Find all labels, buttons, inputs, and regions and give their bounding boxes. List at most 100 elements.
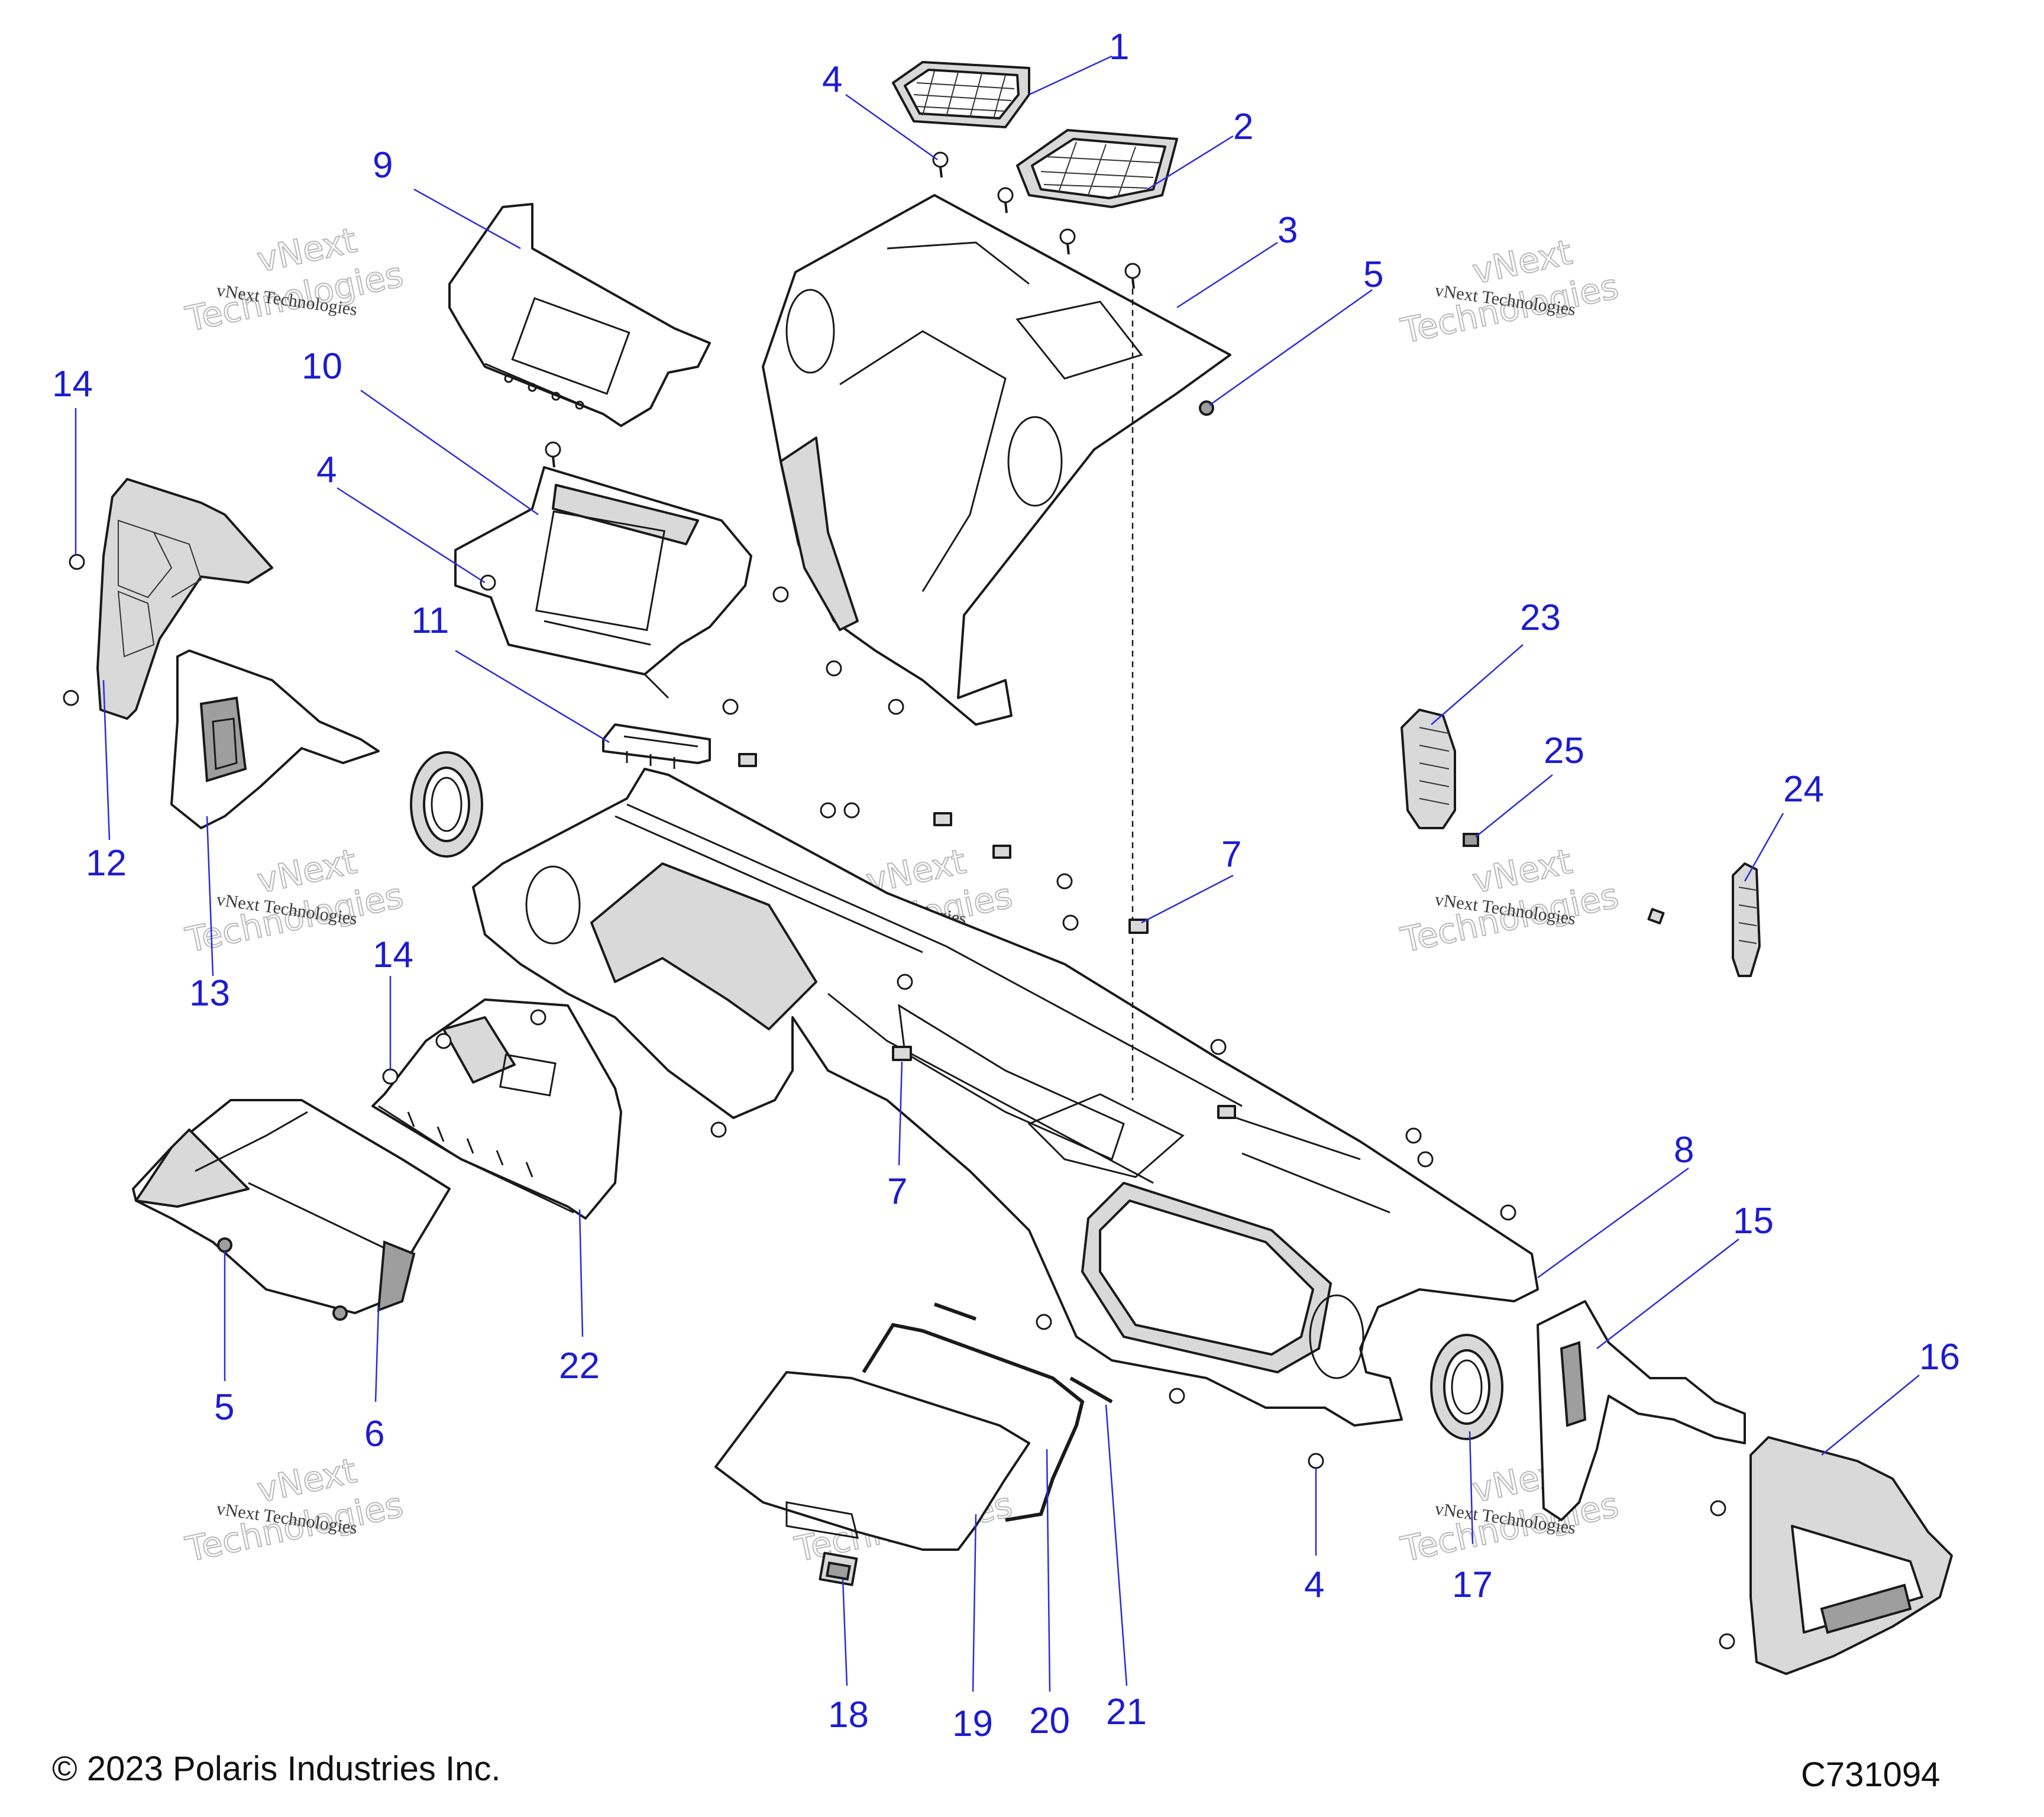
leader-21: [1105, 1404, 1128, 1686]
fastener-screw: [1719, 1633, 1735, 1650]
callout-5-right: 5: [1363, 254, 1383, 295]
part-1-grille: [892, 61, 1030, 128]
leader-19: [972, 1514, 977, 1692]
leader-18: [842, 1579, 848, 1686]
leader-16: [1821, 1375, 1920, 1456]
part-11-switch-bezel: [602, 723, 711, 769]
callout-5-left: 5: [214, 1387, 234, 1428]
watermark-bottom-left: Technologies vNext vNext Technologies: [182, 1450, 407, 1570]
fastener-screw: [897, 974, 913, 990]
callout-3: 3: [1278, 210, 1298, 251]
fastener-clip: [1217, 1105, 1236, 1119]
callout-4-bottom: 4: [1304, 1564, 1324, 1605]
callout-17: 17: [1452, 1564, 1493, 1605]
leader-12: [102, 680, 111, 840]
leader-2: [1147, 135, 1234, 190]
leader-6: [374, 1307, 380, 1402]
callout-4-mid: 4: [316, 450, 337, 490]
fastener-screw: [1036, 1314, 1052, 1330]
callout-11: 11: [411, 600, 449, 641]
part-17-foam-ring-right: [1430, 1334, 1503, 1440]
fastener-screw: [1210, 1039, 1227, 1055]
leader-15: [1596, 1239, 1739, 1349]
part-2-grille: [1016, 129, 1178, 208]
callout-23: 23: [1520, 597, 1561, 638]
leader-22: [578, 1209, 584, 1337]
fastener-clip: [1128, 919, 1149, 934]
callout-24: 24: [1783, 769, 1824, 810]
leader-5a: [1209, 289, 1373, 406]
part-15-right-trim-panel: [1537, 1300, 1746, 1521]
callout-10: 10: [302, 346, 342, 387]
fastener-screw: [820, 802, 836, 819]
leader-1: [1029, 55, 1112, 96]
callout-6: 6: [364, 1414, 384, 1454]
leader-17: [1469, 1431, 1474, 1544]
fastener-screw: [843, 802, 860, 819]
fastener-screw: [1056, 873, 1073, 890]
fastener-screw: [63, 690, 79, 706]
fastener-clip: [992, 845, 1011, 859]
leader-7b: [898, 1061, 903, 1166]
callout-22: 22: [559, 1346, 600, 1386]
fastener-screw: [1124, 263, 1141, 289]
leader-25: [1475, 774, 1553, 838]
part-23-vent: [1401, 709, 1456, 829]
callout-21: 21: [1106, 1692, 1147, 1732]
leader-20: [1046, 1449, 1051, 1692]
callout-19: 19: [952, 1703, 993, 1744]
callout-7-upper: 7: [1221, 834, 1241, 875]
part-16-right-kick-panel: [1749, 1436, 1953, 1675]
fastener-screw: [530, 1009, 546, 1026]
fastener-clip: [892, 1046, 912, 1061]
fastener-screw: [826, 660, 842, 677]
part-21-hinge-pin: [933, 1302, 1113, 1404]
fastener-screw: [435, 1033, 452, 1049]
callout-15: 15: [1733, 1201, 1774, 1241]
fastener-nut: [332, 1305, 348, 1321]
part-8-main-dash: [472, 768, 1539, 1427]
leader-7a: [1141, 874, 1234, 924]
fastener-screw: [1405, 1127, 1422, 1144]
callout-labels: 1 2 3 4 4 4 5 5 6 7 7 8 9 10 11 12 13 14…: [52, 27, 1960, 1744]
callout-9: 9: [373, 145, 393, 186]
leader-11: [455, 649, 610, 743]
fastener-screw: [1710, 1500, 1726, 1517]
leader-3: [1176, 241, 1278, 309]
part-9-bracket: [448, 203, 711, 427]
callout-8: 8: [1674, 1130, 1694, 1171]
callout-20: 20: [1029, 1700, 1070, 1741]
fastener-screw: [710, 1121, 727, 1138]
callout-12: 12: [86, 843, 127, 884]
part-13-left-trim-panel: [170, 649, 380, 829]
leader-10: [360, 389, 539, 516]
fastener-screw: [722, 699, 739, 715]
fastener-screw: [1062, 914, 1079, 931]
watermark-mid-right: Technologies vNext vNext Technologies: [1397, 840, 1623, 961]
callout-25: 25: [1544, 730, 1584, 771]
leader-23: [1431, 644, 1524, 725]
leader-4a: [845, 93, 938, 161]
watermark-top-left: Technologies vNext vNext Technologies: [182, 219, 407, 340]
callout-13: 13: [189, 973, 230, 1014]
leader-9: [413, 188, 521, 250]
fastener-screw: [480, 574, 496, 591]
part-20-glovebox-frame: [862, 1323, 1085, 1522]
fastener-screw: [382, 1068, 399, 1085]
part-24-side-vent: [1732, 862, 1761, 977]
leader-8: [1537, 1167, 1689, 1279]
fastener-screw: [932, 151, 949, 178]
fastener-screw: [545, 441, 561, 468]
callout-1: 1: [1109, 27, 1129, 67]
part-3-upper-dash-cover: [762, 194, 1231, 726]
part-18-latch: [819, 1551, 858, 1586]
leader-24: [1744, 813, 1784, 882]
fastener-screw: [1500, 1204, 1516, 1221]
fastener-clip: [738, 753, 757, 767]
part-17-foam-ring-left: [410, 751, 483, 858]
part-6-gauge-hood: [132, 1099, 451, 1314]
part-10-display-bracket: [454, 466, 752, 699]
callout-14-mid: 14: [373, 935, 413, 975]
drawing-number: C731094: [1801, 1755, 1940, 1794]
